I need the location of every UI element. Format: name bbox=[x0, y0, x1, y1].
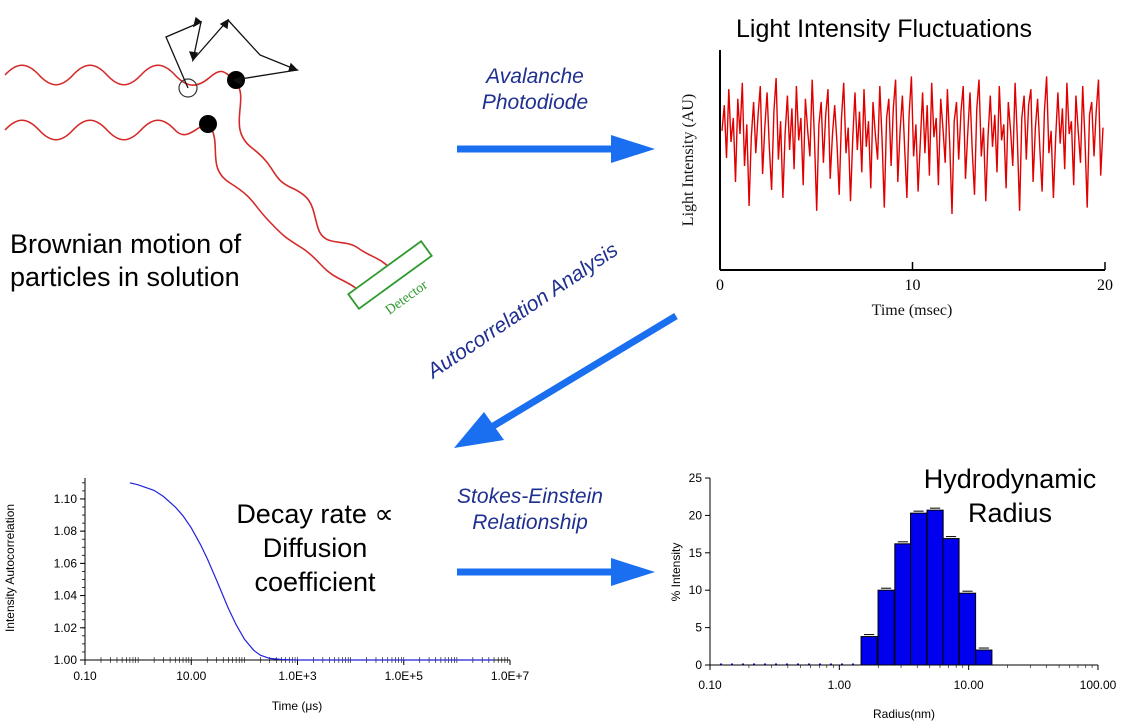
hr-x-tick-label: 1.00 bbox=[828, 678, 852, 692]
hr-x-label: Radius(nm) bbox=[873, 707, 935, 721]
hr-empty-bin-marker bbox=[808, 663, 810, 665]
decay-rate-caption: Decay rate ∝ Diffusion coefficient bbox=[236, 499, 394, 597]
incident-light-wave-upper bbox=[4, 64, 235, 86]
hr-y-tick-label: 5 bbox=[695, 621, 702, 635]
autocorrelation-chart: 1.00 1.02 1.04 1.06 1.08 1.10 0.10 10.00 1.0E+3… bbox=[3, 478, 530, 713]
hr-bar bbox=[877, 589, 895, 666]
fluctuations-title: Light Intensity Fluctuations bbox=[736, 15, 1032, 43]
ac-y-tick-label: 1.06 bbox=[54, 556, 78, 570]
arrow-right-top bbox=[457, 135, 655, 163]
hr-empty-bin-marker bbox=[764, 663, 766, 665]
hydrodynamic-radius-chart: 0 5 10 15 20 25 0.10 1.00 10.00 100.00 Radius(nm… bbox=[669, 471, 1117, 721]
ac-y-ticks: 1.00 1.02 1.04 1.06 1.08 1.10 bbox=[54, 482, 85, 667]
hr-x-tick-label: 10.00 bbox=[954, 678, 984, 692]
hydrodynamic-radius-caption: Hydrodynamic Radius bbox=[923, 464, 1097, 528]
ac-x-tick-label: 1.0E+5 bbox=[385, 669, 424, 683]
scattered-light-wave-upper bbox=[235, 81, 393, 271]
hr-bar bbox=[926, 509, 944, 666]
hr-y-label: % Intensity bbox=[669, 543, 683, 602]
hr-bar bbox=[910, 512, 928, 666]
step-label-photodiode: Avalanche Photodiode bbox=[481, 65, 589, 114]
hr-empty-bin-marker bbox=[720, 663, 722, 665]
particle-lower bbox=[199, 115, 217, 133]
fluct-x-tick-label: 0 bbox=[716, 277, 724, 294]
hr-bar bbox=[942, 538, 960, 666]
fluct-x-tick-label: 20 bbox=[1097, 277, 1113, 294]
fluct-signal-line bbox=[721, 76, 1104, 215]
hr-empty-bin-marker bbox=[731, 663, 733, 665]
random-walk-path bbox=[165, 16, 300, 89]
ac-x-tick-label: 1.0E+7 bbox=[491, 669, 530, 683]
hr-y-tick-label: 0 bbox=[695, 658, 702, 672]
hr-empty-bin-marker bbox=[753, 663, 755, 665]
fluct-x-tick-label: 10 bbox=[905, 277, 921, 294]
arrow-right-bottom bbox=[457, 558, 655, 586]
hr-x-ticks: 0.10 1.00 10.00 100.00 bbox=[698, 663, 1117, 692]
step-label-stokes-einstein: Stokes-Einstein Relationship bbox=[457, 485, 603, 534]
scattered-light-wave-lower bbox=[209, 125, 367, 301]
hr-empty-bin-marker bbox=[841, 663, 843, 665]
hr-bar bbox=[958, 592, 977, 666]
detector: Detector bbox=[347, 240, 433, 318]
ac-y-label: Intensity Autocorrelation bbox=[3, 504, 17, 632]
intensity-fluctuation-chart: 0 10 20 Time (msec) Light Intensity (AU) bbox=[680, 50, 1113, 319]
ac-x-ticks: 0.10 10.00 1.0E+3 1.0E+5 1.0E+7 bbox=[73, 657, 530, 683]
hr-empty-bin-marker bbox=[786, 663, 788, 665]
ac-x-tick-label: 10.00 bbox=[176, 669, 206, 683]
hr-bars bbox=[860, 507, 993, 666]
hr-bar bbox=[894, 543, 912, 666]
hr-bar bbox=[860, 636, 878, 666]
incident-light-wave-lower bbox=[4, 119, 209, 141]
hr-empty-bin-marker bbox=[742, 663, 744, 665]
fluct-x-label: Time (msec) bbox=[872, 302, 953, 319]
ac-x-tick-label: 0.10 bbox=[73, 669, 97, 683]
hr-empty-bin-marker bbox=[797, 663, 799, 665]
hr-y-tick-label: 15 bbox=[689, 546, 703, 560]
hr-x-tick-label: 0.10 bbox=[698, 678, 722, 692]
ac-y-tick-label: 1.08 bbox=[54, 524, 78, 538]
ac-y-tick-label: 1.10 bbox=[54, 492, 78, 506]
arrow-down-left bbox=[454, 313, 678, 448]
fluct-y-label: Light Intensity (AU) bbox=[680, 94, 697, 226]
ac-y-tick-label: 1.00 bbox=[54, 653, 78, 667]
ac-y-tick-label: 1.04 bbox=[54, 589, 78, 603]
hr-y-tick-label: 25 bbox=[689, 471, 703, 485]
ac-x-tick-label: 1.0E+3 bbox=[278, 669, 317, 683]
brownian-motion-caption: Brownian motion of particles in solution bbox=[10, 229, 242, 292]
hr-empty-bin-marker bbox=[852, 663, 854, 665]
fluct-x-ticks: 0 10 20 bbox=[716, 262, 1113, 294]
brownian-motion-diagram: Detector bbox=[4, 16, 433, 318]
hr-y-ticks: 0 5 10 15 20 25 bbox=[689, 471, 710, 672]
hr-x-tick-label: 100.00 bbox=[1080, 678, 1117, 692]
ac-decay-curve bbox=[129, 482, 494, 661]
particle-previous-position bbox=[178, 78, 198, 98]
fluct-plot-area bbox=[721, 76, 1104, 215]
hr-empty-bin-marker bbox=[819, 663, 821, 665]
hr-bar bbox=[975, 649, 993, 666]
ac-y-tick-label: 1.02 bbox=[54, 621, 78, 635]
hr-y-tick-label: 10 bbox=[689, 583, 703, 597]
ac-x-label: Time (μs) bbox=[272, 699, 322, 713]
hr-empty-bin-marker bbox=[775, 663, 777, 665]
hr-empty-bin-marker bbox=[830, 663, 832, 665]
hr-y-tick-label: 20 bbox=[689, 508, 703, 522]
